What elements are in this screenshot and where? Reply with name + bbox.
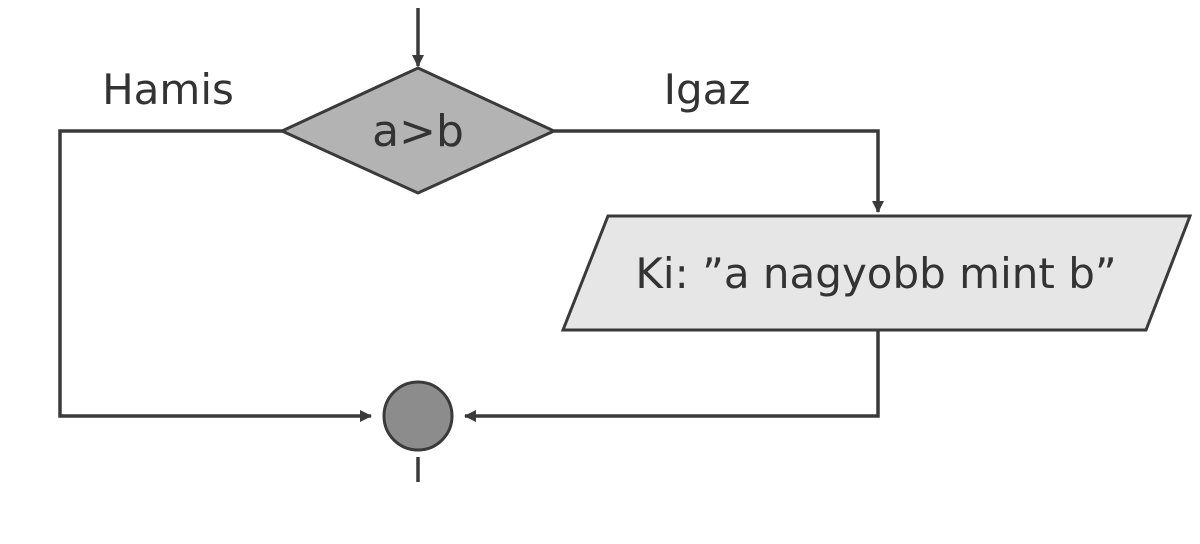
output-parallelogram <box>560 214 1193 332</box>
true-branch-line <box>554 129 884 213</box>
false-branch-label: Hamis <box>102 65 234 114</box>
false-branch-line <box>58 129 372 422</box>
output-text: Ki: ”a nagyobb mint b” <box>635 249 1116 298</box>
true-branch-label: Igaz <box>664 65 751 114</box>
merge-connector <box>382 380 454 452</box>
decision-diamond <box>278 66 558 195</box>
decision-condition: a>b <box>372 106 464 157</box>
output-to-connector-line <box>464 330 880 422</box>
